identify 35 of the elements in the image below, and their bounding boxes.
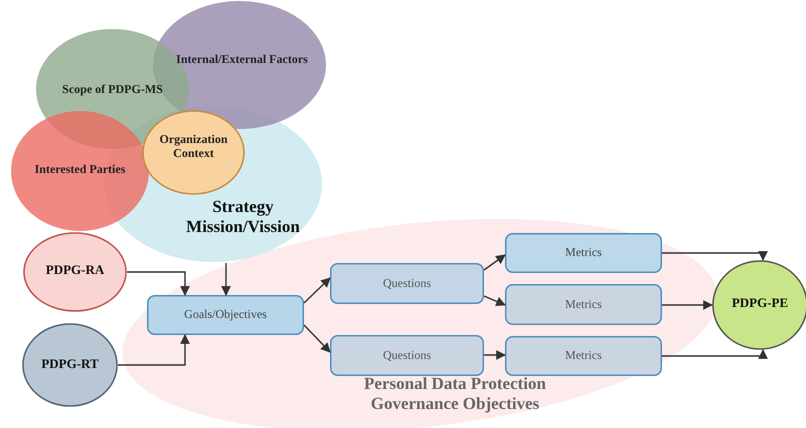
node-label: Questions	[382, 276, 432, 290]
node-label: PDPG-RT	[40, 356, 100, 372]
process-box	[147, 295, 304, 335]
node-label: PDPG-RA	[44, 262, 106, 278]
arrow	[484, 254, 506, 271]
arrow	[662, 300, 713, 310]
arrow	[484, 350, 506, 360]
node-label: Questions	[382, 348, 432, 362]
process-box	[330, 335, 484, 376]
arrow	[662, 349, 768, 359]
treatment-circle	[22, 323, 118, 407]
process-box	[505, 233, 662, 273]
node-label: Metrics	[564, 296, 603, 312]
node-label: Metrics	[564, 245, 603, 260]
arrow	[118, 334, 190, 366]
arrow	[484, 295, 506, 306]
node-label: Metrics	[564, 348, 603, 363]
assessment-circle	[23, 232, 127, 312]
process-box	[330, 263, 484, 304]
arrow	[127, 271, 190, 296]
node-label: PDPG-PE	[730, 295, 790, 311]
node-label: Organization Context	[158, 132, 228, 161]
process-box	[505, 284, 662, 325]
node-label: Goals/Objectives	[183, 307, 268, 322]
node-label: Internal/External Factors	[175, 52, 309, 66]
arrow	[304, 277, 331, 304]
parties-ellipse	[10, 110, 150, 232]
arrow	[304, 324, 331, 353]
node-label: Personal Data Protection Governance Objectives	[363, 374, 547, 415]
arrow	[221, 263, 231, 296]
node-label: Interested Parties	[34, 162, 126, 176]
node-label: Strategy Mission/Vission	[185, 197, 301, 238]
process-box	[505, 336, 662, 376]
node-label: Scope of PDPG-MS	[61, 82, 164, 96]
arrow	[662, 251, 768, 261]
